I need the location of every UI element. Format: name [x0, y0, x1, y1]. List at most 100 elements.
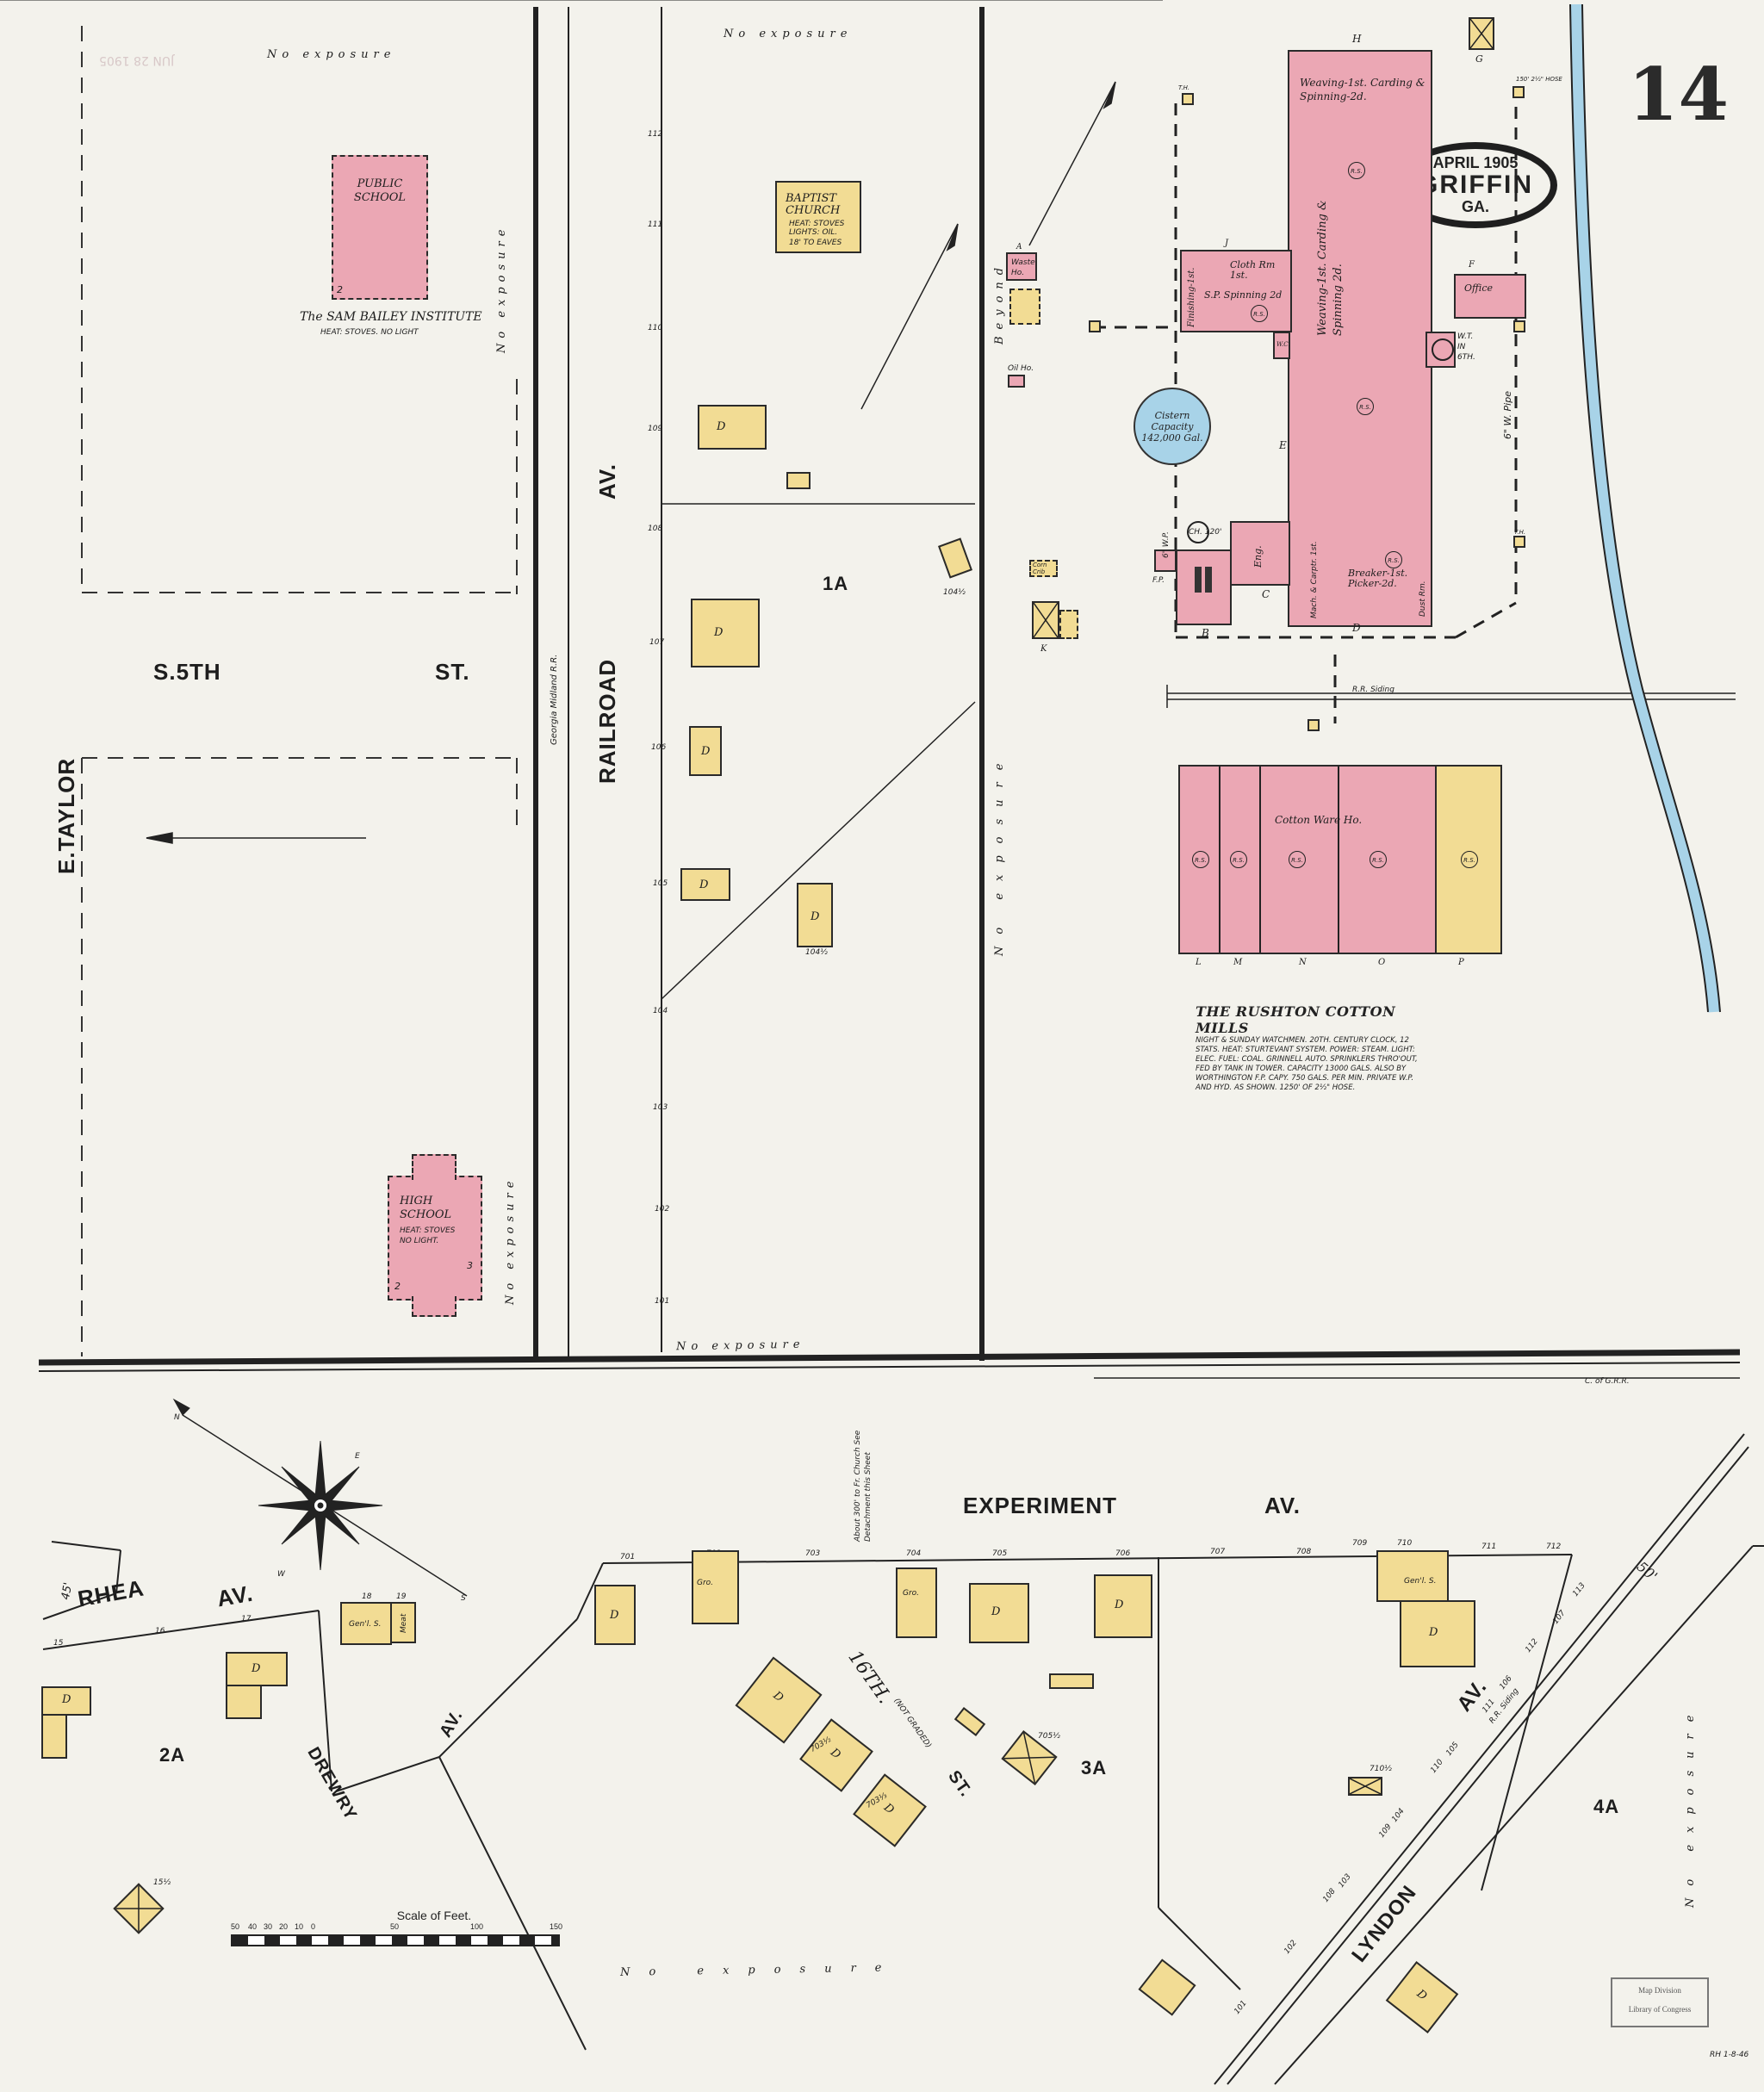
sam-bailey-institute: The SAM BAILEY INSTITUTE	[300, 310, 482, 324]
spinning-label: S.P. Spinning 2d	[1204, 289, 1283, 301]
general-store-709: Gen'l. S.	[1376, 1550, 1449, 1602]
general-store-rhea: Gen'l. S.	[340, 1602, 392, 1645]
rr-siding: R.R. Siding	[1352, 686, 1394, 694]
section-g: G	[1475, 53, 1483, 65]
water-tower-label: W.T. IN 6TH.	[1457, 332, 1475, 362]
exposure-top-center: No exposure	[724, 28, 853, 40]
corn-crib-label: Corn Crib	[1033, 562, 1047, 575]
high-school-building: HIGH SCHOOL HEAT: STOVES NO LIGHT. 2 3	[388, 1176, 482, 1301]
grocery-704: Gro.	[896, 1567, 937, 1638]
block-3a: 3A	[1081, 1757, 1108, 1779]
cistern-label-1: Cistern	[1154, 410, 1190, 421]
street-s-5th-st: ST.	[435, 659, 470, 685]
street-e-taylor: E.TAYLOR	[53, 757, 79, 874]
church-note-light: LIGHTS: OIL.	[789, 228, 838, 237]
boiler-room	[1176, 549, 1232, 625]
section-e: E	[1279, 439, 1287, 451]
street-railroad-av: AV.	[594, 462, 620, 500]
mill-office: Office	[1454, 274, 1526, 319]
fp-label: F.P.	[1152, 576, 1165, 585]
compass-w: W	[277, 1570, 285, 1579]
georgia-midland-rr: Georgia Midland R.R.	[550, 654, 559, 745]
exposure-beyond: Beyond	[993, 260, 1006, 345]
lot-705-half: 705½	[1038, 1732, 1060, 1741]
cistern: Cistern Capacity 142,000 Gal.	[1134, 388, 1211, 465]
mill-main-label-mid: Weaving-1st. Carding & Spinning 2d.	[1316, 200, 1345, 336]
public-school-label: PUBLIC SCHOOL	[353, 177, 407, 204]
library-of-congress-stamp: Map Division Library of Congress	[1611, 1977, 1709, 2027]
cotton-warehouse-label: Cotton Ware Ho.	[1275, 814, 1363, 826]
public-school-building: PUBLIC SCHOOL 2	[332, 155, 428, 300]
building-g	[1469, 17, 1494, 50]
lot-104-half-a: 104½	[805, 948, 828, 957]
street-experiment: EXPERIMENT	[963, 1493, 1118, 1518]
block-1a: 1A	[823, 573, 849, 594]
dwelling-705: D	[969, 1583, 1029, 1643]
title-date: APRIL 1905	[1432, 154, 1519, 171]
high-school-note: HEAT: STOVES NO LIGHT.	[400, 1226, 456, 1245]
corn-crib: Corn Crib	[1029, 560, 1058, 577]
street-railroad: RAILROAD	[594, 658, 620, 784]
finishing-label: Finishing-1st.	[1187, 267, 1196, 327]
engine-room: Eng.	[1230, 521, 1290, 586]
scale-graphic	[231, 1934, 560, 1946]
dwelling-rhea-17: D	[226, 1652, 288, 1686]
wc-label: W.C.	[1276, 341, 1290, 348]
section-c: C	[1262, 588, 1270, 600]
dust-room-label: Dust Rm.	[1419, 580, 1427, 617]
hydrant-icon	[1182, 93, 1194, 105]
eng-label: Eng.	[1252, 545, 1264, 568]
meat-market-rhea: Meat	[390, 1602, 416, 1643]
high-school-rear	[412, 1296, 457, 1317]
hydrant-icon	[1513, 536, 1525, 548]
cloth-room-label: Cloth Rm 1st.	[1230, 259, 1276, 281]
cotton-warehouse: Cotton Ware Ho. R.S. R.S. R.S. R.S.	[1178, 765, 1437, 954]
waste-annex	[1009, 289, 1040, 325]
dwelling-104-half: D	[797, 883, 833, 947]
waste-house-label: Waste Ho.	[1011, 258, 1035, 277]
public-school-note: HEAT: STOVES. NO LIGHT	[320, 328, 419, 337]
wc-wing	[1273, 332, 1290, 359]
dwelling-rhea-17-ell	[226, 1685, 262, 1719]
church-note-heat: HEAT: STOVES	[789, 220, 845, 228]
warehouse-section-p: R.S.	[1435, 765, 1502, 954]
fire-pump-house	[1154, 549, 1177, 572]
section-a: A	[1016, 243, 1022, 251]
dwelling-109: D	[698, 405, 767, 450]
mill-name: THE RUSHTON COTTON MILLS	[1196, 1003, 1396, 1036]
section-d: D	[1352, 622, 1361, 634]
high-school-wing: 3	[467, 1260, 473, 1271]
scale-title: Scale of Feet.	[396, 1909, 472, 1922]
mill-main-label-top: Weaving-1st. Carding & Spinning-2d.	[1300, 77, 1425, 102]
mach-label: Mach. & Carptr. 1st.	[1310, 541, 1319, 618]
dwelling-107: D	[691, 599, 760, 667]
hydrant-icon	[1307, 719, 1320, 731]
mill-finishing-wing: Finishing-1st. Cloth Rm 1st. S.P. Spinni…	[1180, 250, 1292, 332]
baptist-church-label: BAPTIST CHURCH	[786, 192, 841, 217]
exposure-high-school: No exposure	[504, 1176, 517, 1305]
hydrant-icon	[1512, 86, 1525, 98]
mill-notes: THE RUSHTON COTTON MILLS NIGHT & SUNDAY …	[1196, 1003, 1419, 1093]
six-inch-pipe-label: 6" W. Pipe	[1502, 391, 1513, 439]
building-15-half	[113, 1883, 165, 1934]
block-2a: 2A	[159, 1744, 186, 1766]
breaker-label: Breaker-1st. Picker-2d.	[1348, 568, 1408, 589]
dwelling-rhea-15-ell	[41, 1714, 67, 1759]
water-tower	[1425, 332, 1456, 368]
scale-ticks: 50 40 30 20 10 0 50 100 150	[231, 1922, 563, 1931]
sheet-number: 14	[1628, 52, 1729, 137]
stamp-line-2: Library of Congress	[1628, 2005, 1692, 2014]
dwelling-701: D	[594, 1585, 636, 1645]
dwelling-706: D	[1094, 1574, 1152, 1638]
dwelling-105: D	[680, 868, 730, 901]
exposure-beyond-no: No exposure	[993, 751, 1006, 956]
title-state: GA.	[1461, 198, 1489, 215]
building-k	[1032, 601, 1059, 639]
section-b: B	[1202, 627, 1209, 639]
street-s-5th: S.5TH	[153, 659, 221, 685]
outbuilding-705	[1049, 1673, 1094, 1689]
oil-house-label: Oil Ho.	[1008, 364, 1034, 373]
section-f: F	[1469, 260, 1475, 270]
